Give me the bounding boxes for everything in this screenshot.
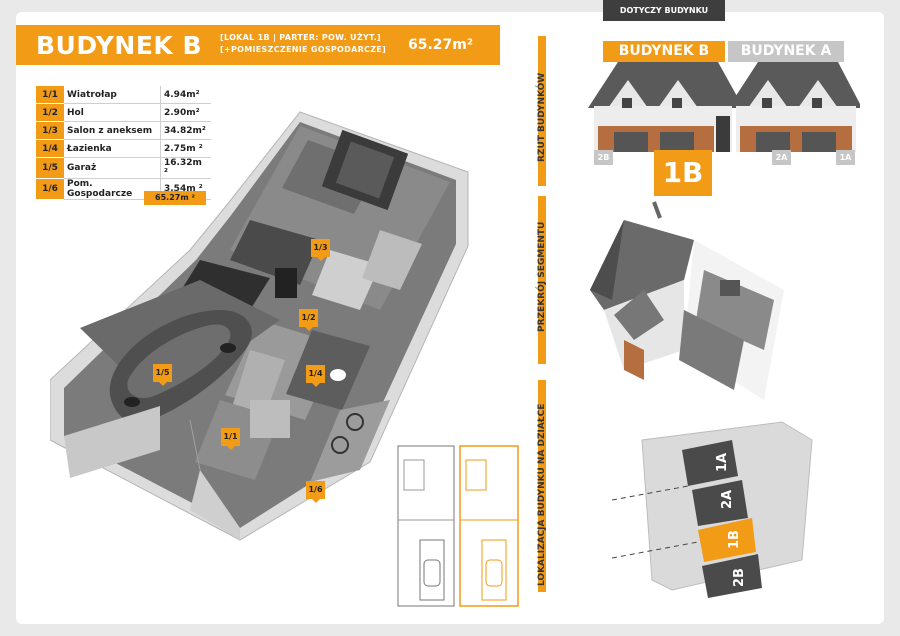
plan-tag: 1/4	[306, 365, 325, 387]
side-bar-3	[538, 380, 546, 592]
room-name: Hol	[64, 103, 161, 122]
plan-tag: 1/1	[221, 428, 240, 450]
rooms-total: 65.27m ²	[144, 191, 206, 205]
segment-section-render	[590, 201, 784, 400]
budynek-a-tag: BUDYNEK A	[728, 41, 844, 62]
plan-tag: 1/2	[299, 309, 318, 331]
plan-tag: 1/3	[311, 239, 330, 261]
site-label-1a: 1A	[715, 452, 731, 473]
plan-tag: 1/6	[306, 481, 325, 503]
room-name: Wiatrołap	[64, 86, 161, 104]
page-title: BUDYNEK B	[36, 31, 203, 60]
header-subtitle-2: [+POMIESZCZENIE GOSPODARCZE]	[220, 45, 387, 54]
floor-plan-render	[50, 111, 469, 541]
building-header: DOTYCZY BUDYNKU	[603, 0, 725, 21]
room-name: Garaż	[64, 157, 161, 179]
budynek-b-tag: BUDYNEK B	[603, 41, 725, 62]
room-name: Łazienka	[64, 139, 161, 158]
plan-tag: 1/5	[153, 364, 172, 386]
room-area: 2.90m²	[160, 103, 211, 122]
room-name: Pom. Gospodarcze	[64, 178, 161, 200]
room-number: 1/1	[36, 86, 64, 104]
key-plan	[397, 445, 519, 607]
row-houses-render	[588, 62, 860, 152]
unit-label-1b: 1B	[654, 150, 712, 196]
header-bar	[16, 25, 500, 65]
room-area: 16.32m ²	[160, 157, 211, 179]
unit-label-1a: 1A	[836, 150, 855, 165]
room-name: Salon z aneksem	[64, 121, 161, 140]
room-area: 34.82m²	[160, 121, 211, 140]
side-bar-1	[538, 36, 546, 186]
room-number: 1/5	[36, 157, 64, 179]
room-number: 1/4	[36, 139, 64, 158]
header-total-area: 65.27m²	[408, 37, 474, 53]
site-label-2a: 2A	[720, 489, 736, 510]
unit-label-2b: 2B	[594, 150, 613, 165]
room-number: 1/6	[36, 178, 64, 200]
room-area: 2.75m ²	[160, 139, 211, 158]
room-number: 1/2	[36, 103, 64, 122]
side-bar-2	[538, 196, 546, 364]
unit-label-2a: 2A	[772, 150, 791, 165]
room-number: 1/3	[36, 121, 64, 140]
site-label-1b: 1B	[726, 530, 742, 549]
site-label-2b: 2B	[731, 568, 747, 587]
room-area: 4.94m²	[160, 86, 211, 104]
site-plan	[612, 421, 813, 598]
header-subtitle-1: [LOKAL 1B | PARTER: POW. UŻYT.]	[220, 33, 381, 42]
